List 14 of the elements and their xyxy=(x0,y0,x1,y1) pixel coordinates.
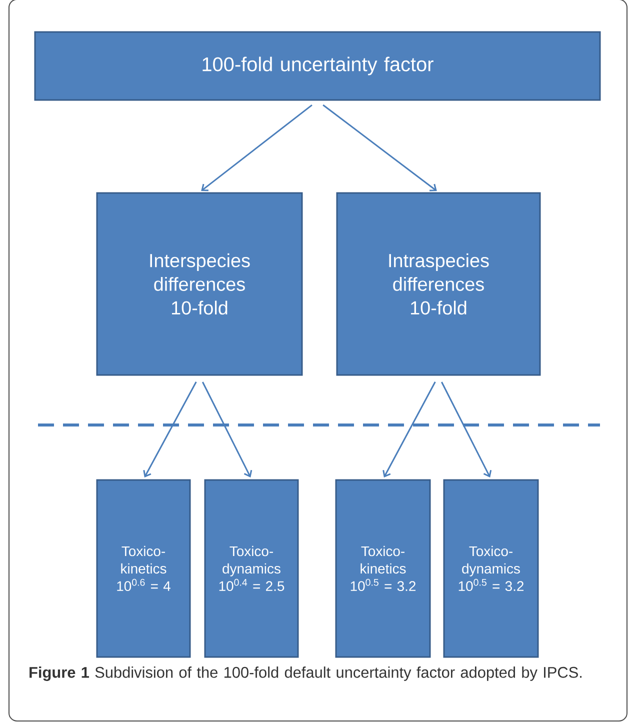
factor-box: 100-fold uncertainty factor xyxy=(34,31,601,101)
factor-box: Toxico-dynamics 10$^{0.4}$ = 2.5 xyxy=(204,479,299,658)
arrow xyxy=(202,382,252,478)
category-box: Intraspecies differences 10-fold xyxy=(336,192,541,376)
arrow xyxy=(441,382,492,478)
arrow xyxy=(143,382,197,478)
factor-box: Toxico-kinetics 10$^{0.6}$ = 4 xyxy=(96,479,191,658)
figure-caption: Figure 1 Subdivision of the 100-fold default uncertainty factor adopted by IPCS. xyxy=(30,666,582,681)
arrow xyxy=(201,104,312,192)
factor-box: Toxico-kinetics 10$^{0.5}$ = 3.2 xyxy=(335,479,431,658)
arrow xyxy=(382,382,436,478)
arrow xyxy=(322,104,437,192)
factor-box: Toxico-dynamics 10$^{0.5}$ = 3.2 xyxy=(443,479,539,658)
category-box: Interspecies differences 10-fold xyxy=(96,192,303,376)
